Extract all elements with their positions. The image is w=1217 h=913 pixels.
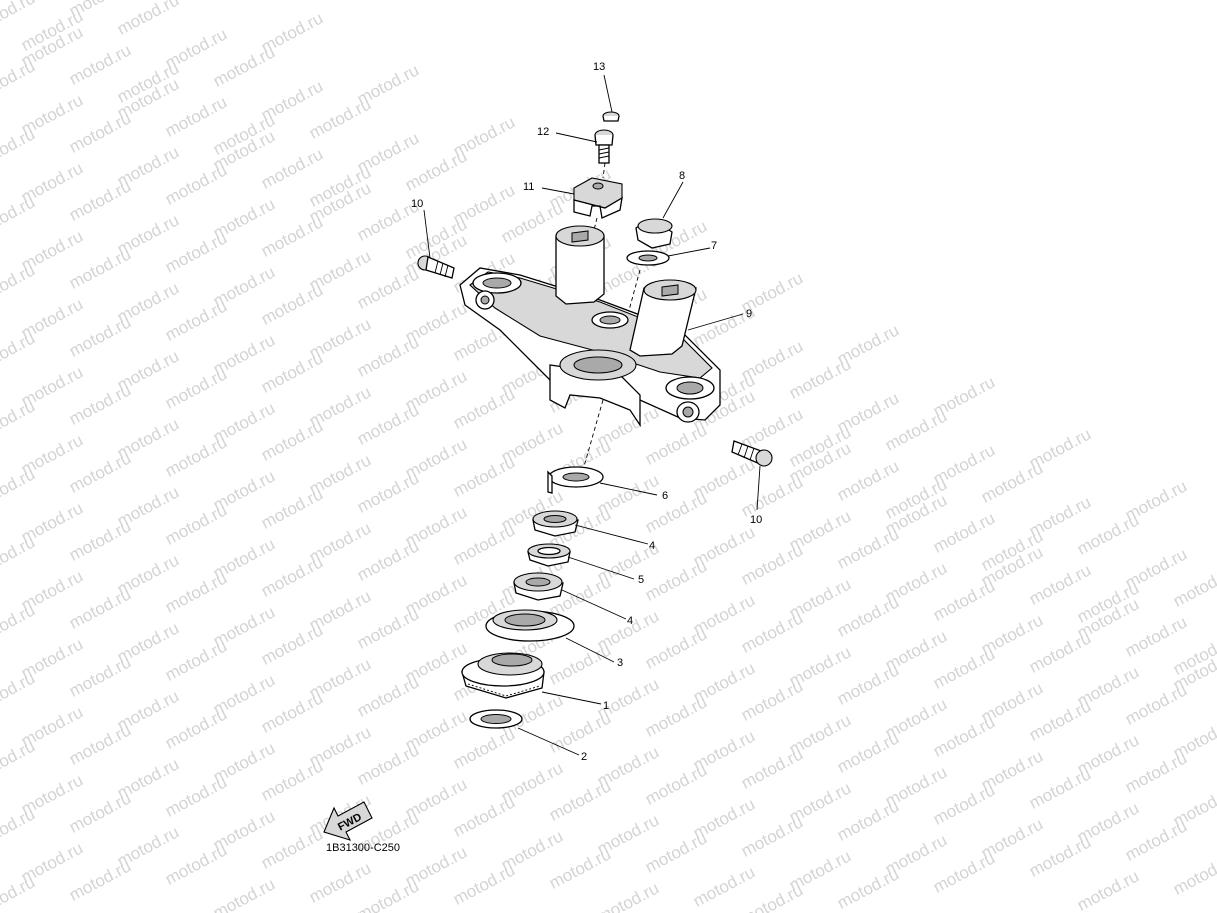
part-3-dust-seal[interactable] [485, 609, 575, 642]
part-5-washer[interactable] [527, 543, 571, 567]
part-1-bearing[interactable] [461, 652, 545, 699]
part-10-bolt-right[interactable] [731, 440, 773, 467]
callout-9: 9 [746, 308, 752, 320]
callout-3: 3 [617, 657, 623, 669]
riser-left [555, 225, 605, 305]
callout-10-bottom: 10 [750, 514, 762, 526]
part-2-washer[interactable] [469, 709, 523, 729]
part-13-cap[interactable] [602, 111, 620, 122]
part-4-ring-nut-upper[interactable] [532, 510, 579, 537]
part-7-washer[interactable] [626, 250, 670, 266]
part-10-bolt-left[interactable] [417, 255, 455, 279]
part-12-bolt[interactable] [594, 129, 614, 164]
callout-7: 7 [711, 240, 717, 252]
callout-12: 12 [537, 126, 549, 138]
callout-6: 6 [662, 490, 668, 502]
part-6-lock-washer[interactable] [547, 466, 604, 494]
callout-4-lower: 4 [627, 615, 633, 627]
callout-11: 11 [523, 181, 534, 193]
callout-2: 2 [581, 751, 587, 763]
callout-10-top: 10 [411, 198, 423, 210]
leader-lines [423, 74, 761, 756]
callout-4-upper: 4 [649, 540, 655, 552]
fwd-arrow-icon: FWD [323, 801, 373, 841]
drawing-code: 1B31300-C250 [326, 842, 401, 854]
callout-5: 5 [638, 574, 644, 586]
part-9-upper-bracket[interactable] [459, 267, 721, 428]
part-11-clamp[interactable] [573, 177, 623, 219]
callout-13: 13 [593, 61, 605, 73]
callout-1: 1 [603, 700, 609, 712]
riser-right [629, 279, 697, 357]
part-8-nut[interactable] [635, 218, 673, 249]
callout-8: 8 [679, 170, 685, 182]
part-4-ring-nut-lower[interactable] [513, 572, 564, 601]
